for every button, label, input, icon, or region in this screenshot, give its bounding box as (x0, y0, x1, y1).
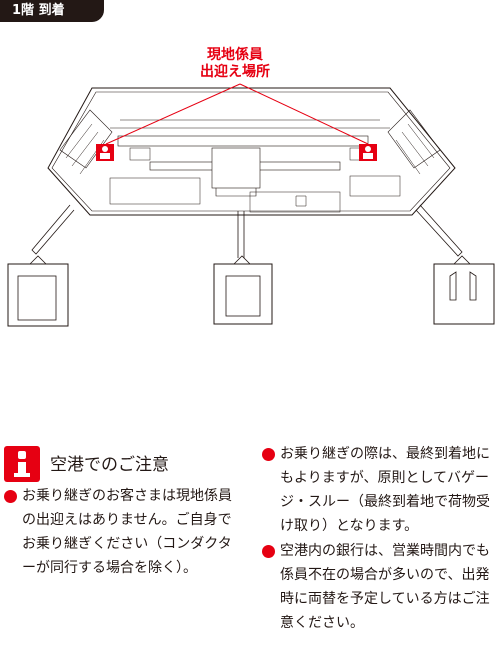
bullet-icon (4, 490, 17, 503)
gate-center (213, 255, 273, 325)
gate-left (7, 255, 69, 327)
notice-item: お乗り継ぎの際は、最終到着地にもよりますが、原則としてバゲージ・スルー（最終到着… (262, 442, 496, 538)
staff-icon-left (96, 144, 114, 161)
staff-label-line2: 出迎え場所 (200, 64, 270, 80)
staff-meeting-label: 現地係員 出迎え場所 (180, 47, 290, 81)
notice-item: お乗り継ぎのお客さまは現地係員の出迎えはありません。ご自身でお乗り継ぎください（… (4, 484, 242, 580)
notice-item-text: 空港内の銀行は、営業時間内でも係員不在の場合が多いので、出発時に両替を予定してい… (280, 543, 490, 631)
bullet-icon (262, 448, 275, 461)
bullet-icon (262, 545, 275, 558)
terminal-floor-map (7, 83, 495, 327)
walkway-center (237, 211, 245, 258)
notice-item-text: お乗り継ぎのお客さまは現地係員の出迎えはありません。ご自身でお乗り継ぎください（… (22, 488, 232, 576)
notice-list-left: お乗り継ぎのお客さまは現地係員の出迎えはありません。ご自身でお乗り継ぎください（… (4, 484, 242, 581)
info-icon (4, 446, 40, 482)
terminal-inner-outline (51, 91, 451, 212)
notice-list-right: お乗り継ぎの際は、最終到着地にもよりますが、原則としてバゲージ・スルー（最終到着… (262, 442, 496, 636)
walkway-left (31, 204, 75, 255)
notice-item: 空港内の銀行は、営業時間内でも係員不在の場合が多いので、出発時に両替を予定してい… (262, 539, 496, 635)
staff-label-line1: 現地係員 (207, 47, 263, 63)
floor-badge: 1階 到着 (0, 0, 104, 22)
gate-right (433, 255, 495, 325)
walkway-right (415, 204, 463, 257)
notice-item-text: お乗り継ぎの際は、最終到着地にもよりますが、原則としてバゲージ・スルー（最終到着… (280, 446, 490, 534)
staff-icon-right (359, 144, 377, 161)
notice-title: 空港でのご注意 (50, 455, 169, 475)
